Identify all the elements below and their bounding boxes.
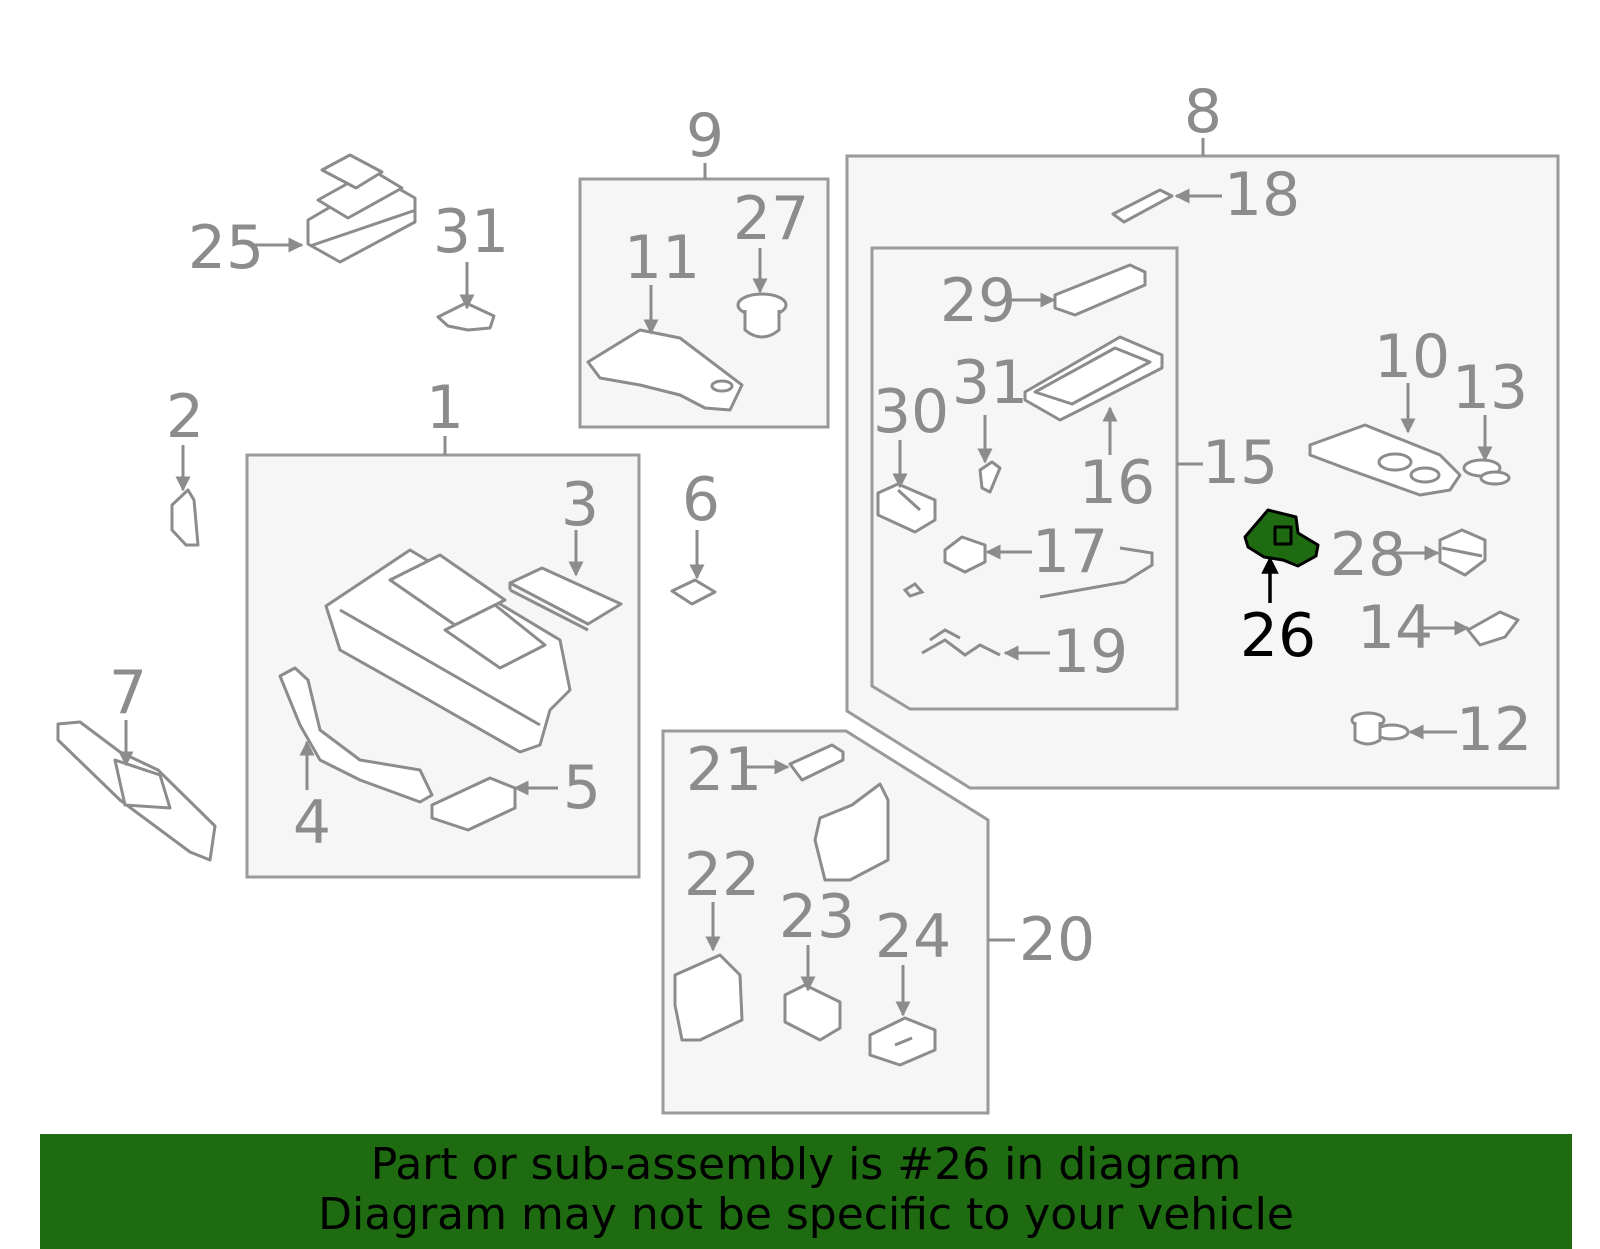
part-18-strip[interactable]: [1111, 188, 1174, 224]
part-7-side-panel[interactable]: [56, 720, 217, 862]
part-19-harness[interactable]: [921, 628, 1001, 657]
part-2-bracket[interactable]: [170, 488, 200, 547]
part-1-console[interactable]: [324, 548, 572, 754]
part-5-insert[interactable]: [430, 776, 517, 832]
callout-2: 2: [166, 382, 204, 452]
part-26-module[interactable]: [1243, 508, 1320, 568]
part-24-usb[interactable]: [868, 1016, 937, 1067]
part-cable[interactable]: [902, 546, 1154, 599]
callout-15: 15: [1202, 428, 1278, 498]
callout-1: 1: [426, 373, 464, 443]
part-22-panel[interactable]: [673, 953, 744, 1042]
callout-16: 16: [1079, 448, 1155, 518]
callout-22: 22: [684, 840, 760, 910]
callout-28: 28: [1330, 520, 1406, 590]
callout-27: 27: [733, 184, 809, 254]
callout-24: 24: [875, 902, 951, 972]
part-25-shifter[interactable]: [306, 153, 417, 264]
callout-21: 21: [686, 735, 762, 805]
part-12-cupholder[interactable]: [1350, 711, 1410, 746]
part-27-cap[interactable]: [736, 292, 788, 339]
part-13-mat[interactable]: [1462, 458, 1511, 486]
callout-19: 19: [1052, 617, 1128, 687]
part-10-bezel[interactable]: [1308, 423, 1462, 497]
callout-17: 17: [1032, 517, 1108, 587]
callout-10: 10: [1374, 322, 1450, 392]
callout-11: 11: [624, 223, 700, 293]
callout-31-mid: 31: [952, 348, 1028, 418]
callout-5: 5: [563, 753, 601, 823]
callout-18: 18: [1224, 160, 1300, 230]
callout-30: 30: [873, 377, 949, 447]
banner-line-2: Diagram may not be specific to your vehi…: [318, 1189, 1294, 1240]
part-4-trim[interactable]: [278, 666, 434, 804]
callout-25: 25: [188, 213, 264, 283]
callout-3: 3: [561, 470, 599, 540]
part-16-tray[interactable]: [1023, 335, 1164, 422]
part-11-cover[interactable]: [586, 328, 744, 412]
callout-7: 7: [109, 658, 147, 728]
callout-29: 29: [940, 266, 1016, 336]
callout-23: 23: [779, 882, 855, 952]
part-6-pad[interactable]: [670, 578, 717, 606]
callout-13: 13: [1452, 353, 1528, 423]
callout-6: 6: [682, 465, 720, 535]
callout-8: 8: [1184, 77, 1222, 147]
part-14-bracket[interactable]: [1466, 610, 1520, 647]
callout-20: 20: [1019, 905, 1095, 975]
callout-4: 4: [293, 788, 331, 858]
part-3-lid[interactable]: [508, 566, 623, 632]
callout-31-top: 31: [433, 197, 509, 267]
callout-12: 12: [1456, 695, 1532, 765]
info-banner: Part or sub-assembly is #26 in diagram D…: [40, 1134, 1572, 1249]
part-center-unit[interactable]: [813, 782, 890, 882]
part-29-panel[interactable]: [1053, 263, 1147, 317]
callout-14: 14: [1357, 593, 1433, 663]
callout-26: 26: [1240, 601, 1316, 671]
part-28-switch[interactable]: [1438, 528, 1487, 577]
part-21-switch[interactable]: [788, 743, 845, 782]
callout-9: 9: [686, 101, 724, 171]
part-17-sensor[interactable]: [943, 535, 987, 574]
banner-line-1: Part or sub-assembly is #26 in diagram: [370, 1139, 1242, 1190]
